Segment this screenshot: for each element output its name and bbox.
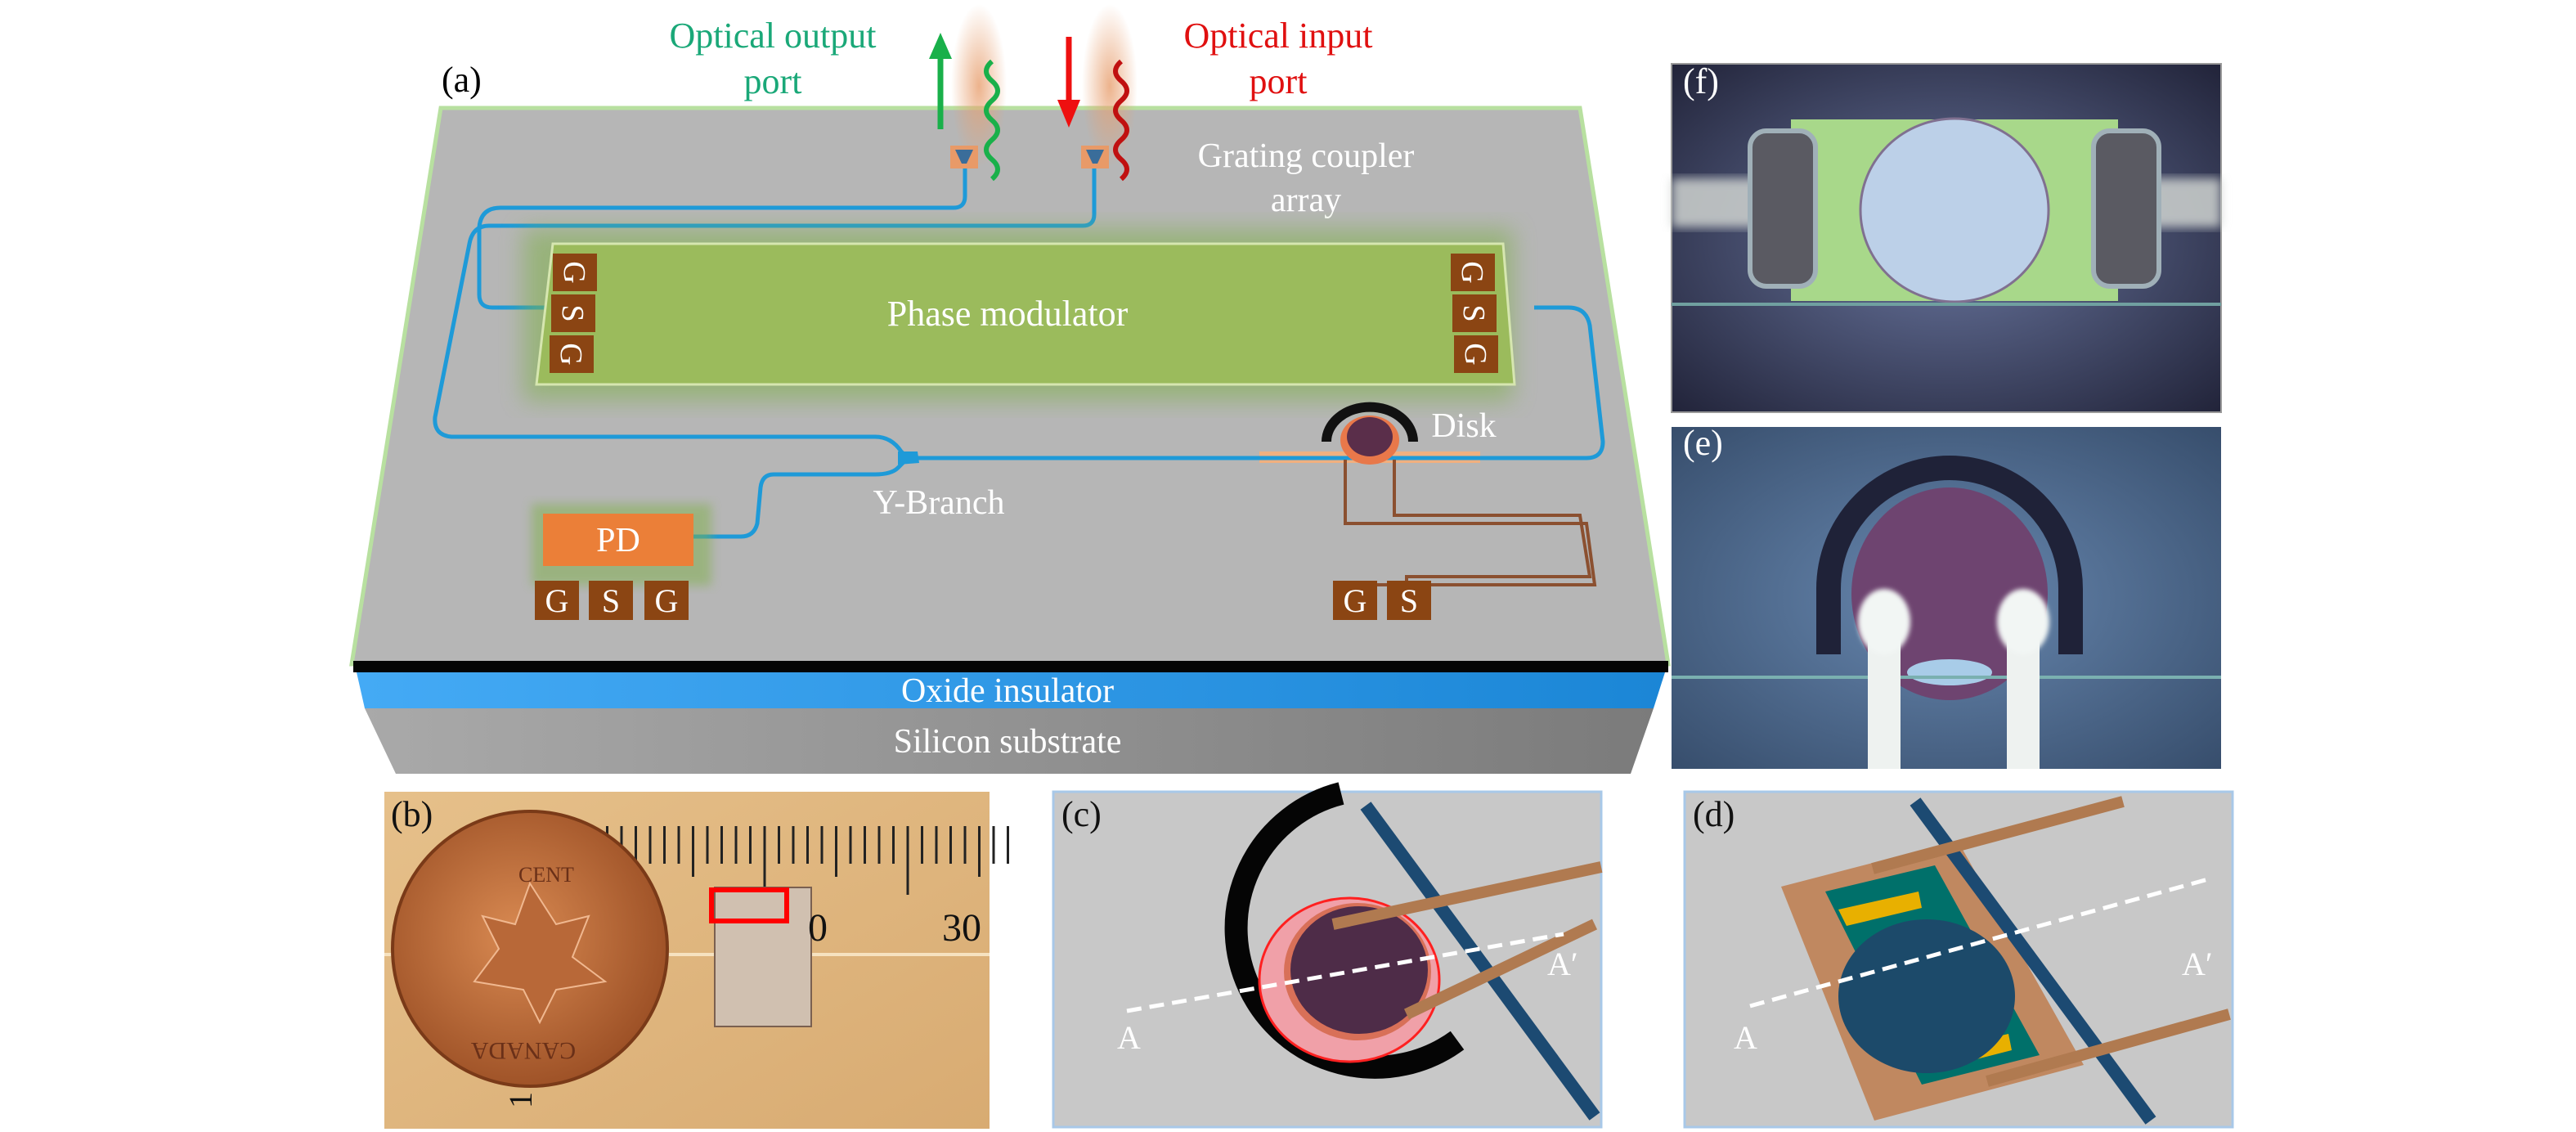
disk-pad-1: G <box>1344 582 1367 619</box>
output-arrow-icon <box>929 33 952 129</box>
output-port-line1: Optical output <box>670 16 877 56</box>
phase-modulator <box>535 242 1516 386</box>
substrate-label: Silicon substrate <box>894 723 1122 761</box>
pm-left-pads: G S G <box>550 254 597 373</box>
pm-right-pad-2: S <box>1456 304 1491 321</box>
pd-pad-2: S <box>602 582 620 619</box>
panel-c: A A′ (c) <box>1052 782 1603 1129</box>
panel-c-tag: (c) <box>1061 794 1102 834</box>
d-cut-start: A <box>1734 1019 1757 1056</box>
panel-a-tag: (a) <box>442 60 482 100</box>
c-contact-bottom <box>1403 919 1598 1020</box>
e-left-contact-head <box>1858 589 1910 654</box>
d-cut-end: A′ <box>2182 946 2213 982</box>
panel-f-tag: (f) <box>1683 61 1719 101</box>
pd-pads: G S G <box>535 581 689 620</box>
grating-coupler-input <box>1081 146 1109 168</box>
input-port-line2: port <box>1250 61 1308 101</box>
output-port-line2: port <box>744 61 802 101</box>
maple-leaf <box>473 881 608 1025</box>
panel-e: (e) <box>1672 423 2221 769</box>
input-wave-icon <box>1113 59 1129 182</box>
pm-left-pad-1: G <box>557 261 591 283</box>
panel-b: CENT CANADA 0 30 1 (b) <box>384 792 1009 1129</box>
input-port-line1: Optical input <box>1184 16 1373 56</box>
c-cut-line <box>1126 932 1564 1013</box>
pm-right-pads: G S G <box>1451 254 1498 373</box>
panel-f: (f) <box>1671 61 2222 413</box>
waveguide-pd <box>693 456 909 539</box>
panel-d-tag: (d) <box>1693 794 1735 834</box>
c-waveguide <box>1360 802 1600 1121</box>
chip-top-edge-line <box>353 661 1668 672</box>
panel-b-tag: (b) <box>391 794 433 834</box>
d-contact-bottom <box>1986 1008 2231 1087</box>
oxide-label: Oxide insulator <box>901 672 1114 710</box>
ruler-edge <box>384 953 990 956</box>
grating-label-line2: array <box>1271 182 1341 219</box>
output-wave-icon <box>984 59 1000 182</box>
e-right-contact-head <box>1997 589 2049 654</box>
e-ring <box>1816 456 2083 654</box>
pm-right-pad-1: G <box>1455 261 1489 283</box>
coin-text-cent: CENT <box>518 863 574 887</box>
pd-pad-1: G <box>545 582 569 619</box>
c-cut-start: A <box>1117 1019 1141 1056</box>
waveguides <box>433 168 1605 539</box>
y-branch-label: Y-Branch <box>873 484 1005 522</box>
disk-label: Disk <box>1431 407 1496 445</box>
highlight-box <box>709 887 789 923</box>
ruler-label-0: 0 <box>808 906 828 950</box>
f-left-electrode <box>1748 128 1818 289</box>
e-disk-edge <box>1907 659 1992 685</box>
disk-pads: G S <box>1333 581 1431 620</box>
d-cut-line <box>1749 877 2209 1008</box>
pm-left-pad-3: G <box>554 343 588 365</box>
output-beam-glow <box>951 4 1007 168</box>
d-top-electrode <box>1838 892 1922 926</box>
coin-text-canada: CANADA <box>471 1037 577 1064</box>
chip-photo <box>714 887 812 1027</box>
grating-coupler-output <box>950 146 978 168</box>
pm-left-pad-2: S <box>555 304 590 321</box>
d-disk <box>1838 919 2015 1073</box>
f-disk <box>1859 117 2050 303</box>
panel-d: A A′ (d) <box>1683 790 2234 1129</box>
y-branch-junction <box>898 451 919 465</box>
input-arrow-icon <box>1057 37 1080 128</box>
panel-e-tag: (e) <box>1683 423 1723 463</box>
pd-pad-3: G <box>655 582 679 619</box>
d-waveguide <box>1910 797 2156 1125</box>
waveguide-input <box>433 168 1097 460</box>
phase-modulator-label: Phase modulator <box>887 294 1129 334</box>
pm-right-pad-3: G <box>1458 343 1492 365</box>
disk-resonator <box>1259 402 1597 597</box>
substrate-layer <box>365 708 1654 774</box>
oxide-layer <box>357 672 1665 708</box>
input-beam-glow <box>1082 4 1138 168</box>
d-contact-top <box>1871 796 2125 874</box>
waveguide-output <box>477 168 967 310</box>
grating-label-line1: Grating coupler <box>1198 137 1415 175</box>
c-contact-top <box>1331 861 1603 930</box>
pd-label: PD <box>596 522 640 559</box>
waveguide-bus <box>908 305 1605 460</box>
photodetector <box>543 514 693 566</box>
disk-pad-2: S <box>1400 582 1418 619</box>
panel-a: (a) Oxide insulator Silicon substrate Op… <box>349 4 1671 774</box>
c-cut-end: A′ <box>1547 946 1578 982</box>
scale-label: 1 <box>502 1092 539 1108</box>
f-right-electrode <box>2091 128 2161 289</box>
ruler-label-30: 30 <box>942 906 981 950</box>
